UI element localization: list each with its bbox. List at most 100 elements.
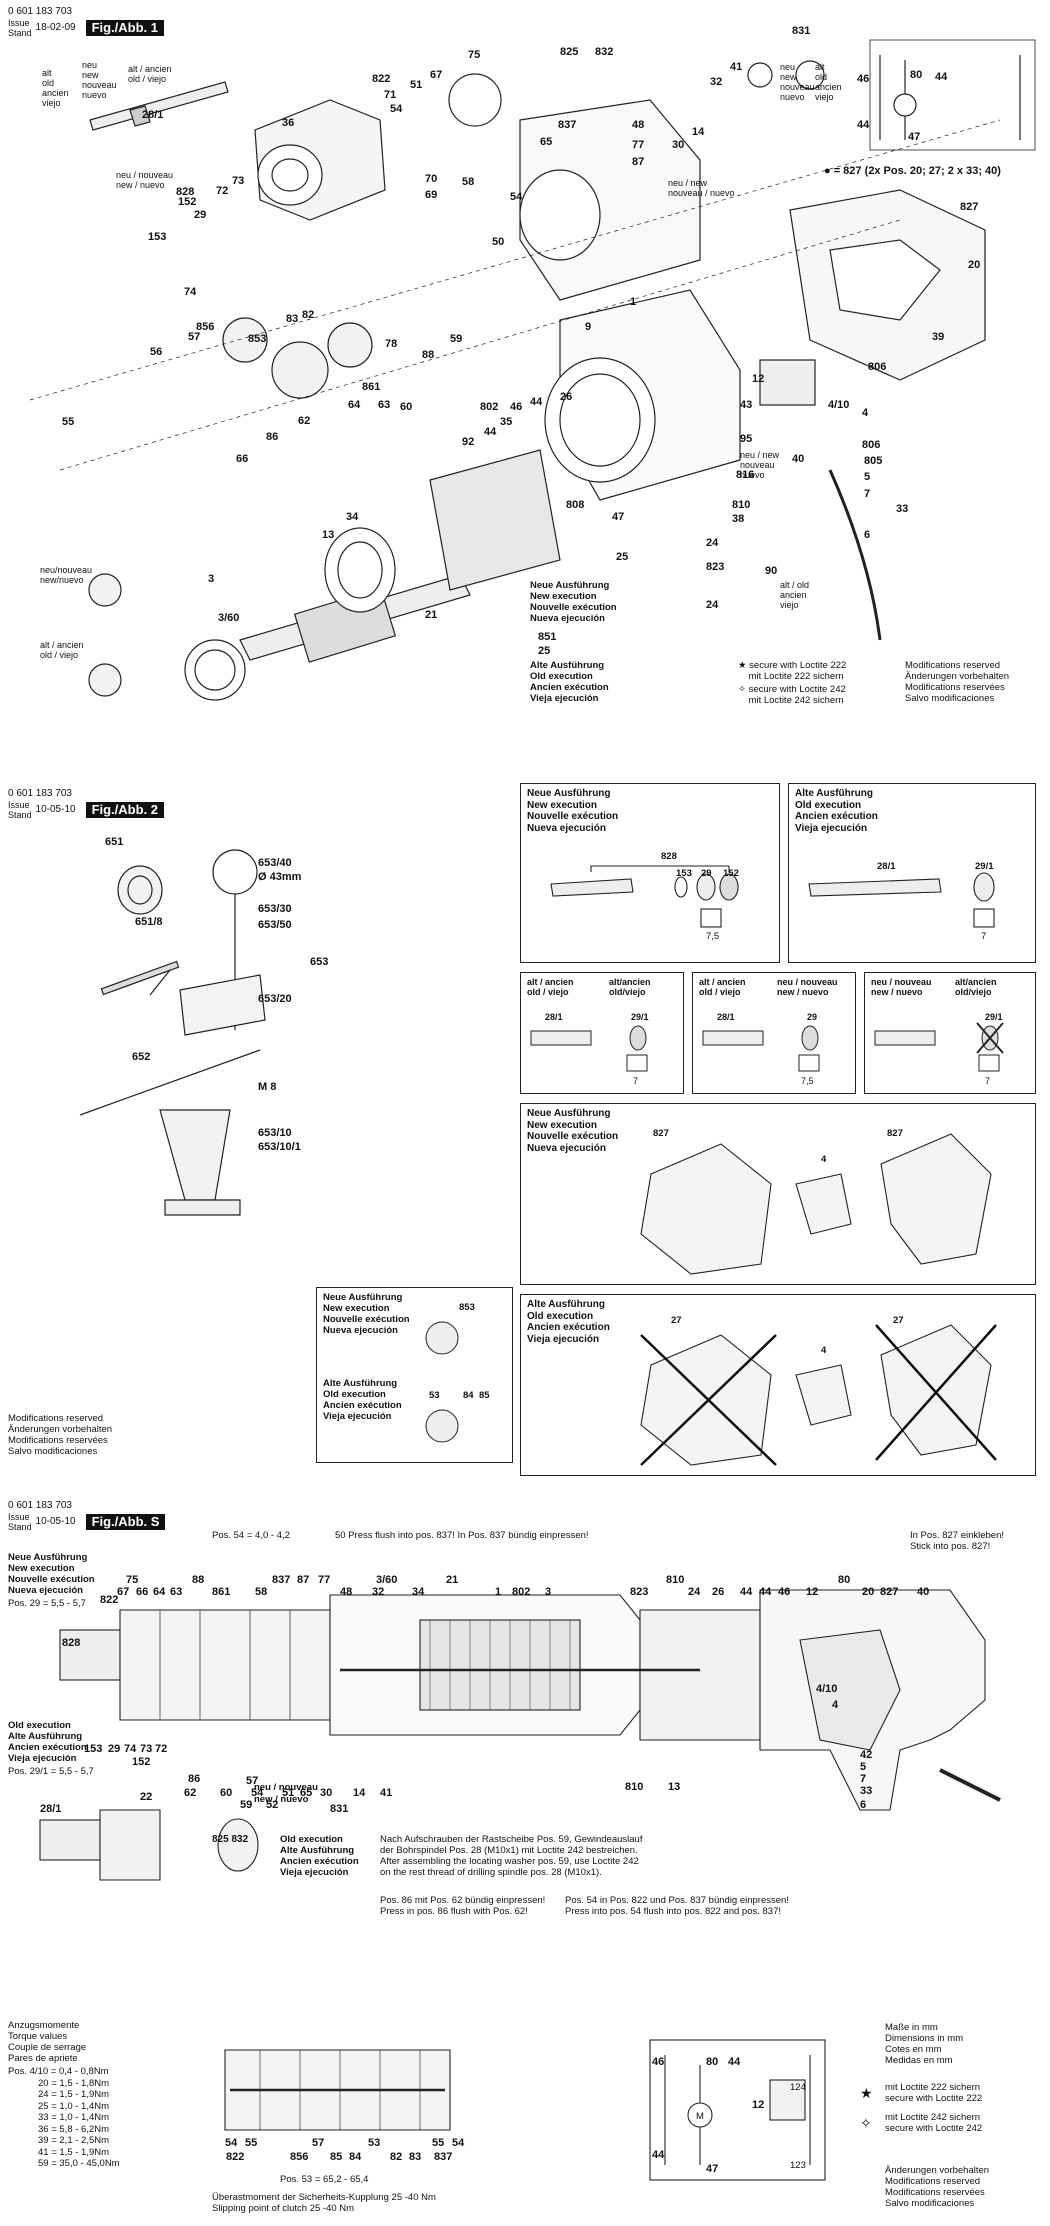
figS-wiring-44b: 44 (728, 2056, 741, 2068)
svg-text:52: 52 (266, 1799, 278, 1811)
svg-text:55: 55 (62, 416, 74, 428)
svg-text:51: 51 (282, 1787, 294, 1799)
svg-text:40: 40 (792, 453, 804, 465)
figS-modifications: Änderungen vorbehalten Modifications res… (885, 2165, 990, 2209)
svg-text:87: 87 (632, 156, 644, 168)
svg-text:3: 3 (208, 573, 214, 585)
figS-wiring-diagram: 46 44 80 44 47 12 M 124 123 (649, 2039, 826, 2181)
fig2-handle-old-4: 4 (821, 1345, 827, 1356)
svg-text:825: 825 (560, 46, 578, 58)
fig1-new-label-3: neu new nouveau nuevo (780, 62, 815, 102)
figS-notes-54: Pos. 54 in Pos. 822 und Pos. 837 bündig … (565, 1895, 789, 1917)
fig1-new-label-1: neu new nouveau nuevo (82, 60, 117, 100)
figS-pos29: Pos. 29 = 5,5 - 5,7 (8, 1598, 86, 1609)
svg-text:653/40: 653/40 (258, 857, 292, 869)
fig1-old-label-5: alt / ancien old / viejo (40, 640, 84, 660)
svg-text:75: 75 (126, 1574, 138, 1586)
svg-text:73: 73 (140, 1743, 152, 1755)
svg-text:82: 82 (390, 2151, 402, 2163)
figS-torque-title: Anzugsmomente Torque values Couple de se… (8, 2020, 87, 2064)
figS-wiring-124: 124 (790, 2082, 806, 2093)
svg-text:12: 12 (752, 373, 764, 385)
svg-text:64: 64 (348, 399, 361, 411)
star-icon: ★ (860, 2085, 873, 2101)
svg-text:84: 84 (349, 2151, 362, 2163)
fig2-label-828: 828 (661, 851, 677, 862)
fig2-sp2-head-right: neu / nouveau new / nuevo (777, 977, 838, 997)
svg-text:24: 24 (706, 537, 719, 549)
svg-text:54: 54 (452, 2137, 465, 2149)
svg-text:40: 40 (917, 1586, 929, 1598)
fig1-new-label-6: neu/nouveau new/nuevo (40, 565, 93, 585)
svg-text:66: 66 (236, 453, 248, 465)
svg-text:67: 67 (430, 69, 442, 81)
svg-text:57: 57 (188, 331, 200, 343)
fig2-old-label-dim: 7 (981, 931, 986, 942)
fig2-handle-new-title-text: Neue Ausführung New execution Nouvelle e… (527, 1108, 619, 1154)
fig2-sp2-left: 28/1 (717, 1012, 735, 1022)
figS-loctite242: mit Loctite 242 sichern secure with Loct… (885, 2112, 983, 2134)
fig2-gear-new-title: Neue Ausführung New execution Nouvelle e… (323, 1292, 410, 1336)
svg-text:42: 42 (860, 1749, 872, 1761)
fig2-old-label-29-1: 29/1 (975, 861, 994, 872)
svg-text:24: 24 (688, 1586, 701, 1598)
svg-text:26: 26 (712, 1586, 724, 1598)
svg-text:30: 30 (320, 1787, 332, 1799)
fig1-loctite-note: ● = 827 (2x Pos. 20; 27; 2 x 33; 40) (824, 165, 1001, 177)
fig1-modifications: Modifications reserved Änderungen vorbeh… (905, 660, 1010, 704)
svg-text:48: 48 (632, 119, 644, 131)
svg-text:73: 73 (232, 175, 244, 187)
svg-text:14: 14 (353, 1787, 366, 1799)
svg-text:65: 65 (300, 1787, 312, 1799)
svg-text:60: 60 (220, 1787, 232, 1799)
figS-825-832: 825 832 (212, 1834, 249, 1845)
fig2-handle-old-27b: 27 (893, 1315, 904, 1326)
svg-text:46: 46 (510, 401, 522, 413)
svg-text:88: 88 (192, 1574, 204, 1586)
svg-text:85: 85 (330, 2151, 342, 2163)
fig1-loctite222: ★ secure with Loctite 222 mit Loctite 22… (738, 660, 847, 682)
svg-text:32: 32 (372, 1586, 384, 1598)
svg-text:152: 152 (178, 196, 196, 208)
fig1-label: Fig./Abb. 1 (85, 20, 165, 36)
figS-pos54: Pos. 54 = 4,0 - 4,2 (212, 1530, 290, 1541)
svg-text:802: 802 (512, 1586, 530, 1598)
svg-text:54: 54 (390, 103, 403, 115)
figS-torque-row: 36 = 5,8 - 6,2Nm (38, 2123, 110, 2135)
svg-text:58: 58 (462, 176, 474, 188)
fig2-small-panel-1: alt / ancien old / viejo alt/ancien old/… (520, 972, 684, 1094)
svg-text:24: 24 (706, 599, 719, 611)
svg-text:44: 44 (484, 426, 497, 438)
fig2-handle-old-27a: 27 (671, 1315, 682, 1326)
svg-text:7: 7 (860, 1773, 866, 1785)
figS-label: Fig./Abb. S (85, 1514, 166, 1530)
svg-text:46: 46 (857, 73, 869, 85)
fig1-header: 0 601 183 703 Issue Stand 18-02-09 Fig./… (8, 6, 165, 38)
fig2-sp1-head-left: alt / ancien old / viejo (527, 977, 574, 997)
svg-text:152: 152 (132, 1756, 150, 1768)
figS-issue-label: Issue Stand (8, 1512, 32, 1532)
figS-wiring-123: 123 (790, 2160, 806, 2171)
svg-text:856: 856 (196, 321, 214, 333)
svg-text:653/20: 653/20 (258, 993, 292, 1005)
svg-text:25: 25 (538, 645, 550, 657)
svg-text:54: 54 (225, 2137, 238, 2149)
figS-pos29-1: Pos. 29/1 = 5,5 - 5,7 (8, 1766, 94, 1777)
svg-text:837: 837 (558, 119, 576, 131)
fig2-sp3-head-left: neu / nouveau new / nuevo (871, 977, 932, 997)
fig2-panel-new: Neue Ausführung New execution Nouvelle e… (520, 783, 780, 963)
svg-text:47: 47 (908, 131, 920, 143)
svg-text:44: 44 (935, 71, 948, 83)
svg-text:816: 816 (736, 469, 754, 481)
svg-text:28/1: 28/1 (40, 1803, 61, 1815)
svg-text:5: 5 (860, 1761, 866, 1773)
fig2-small-panel-3: neu / nouveau new / nuevo alt/ancien old… (864, 972, 1036, 1094)
svg-text:48: 48 (340, 1586, 352, 1598)
svg-text:802: 802 (480, 401, 498, 413)
fig2-part-code: 0 601 183 703 (8, 788, 72, 799)
svg-text:33: 33 (860, 1785, 872, 1797)
fig2-header: 0 601 183 703 Issue Stand 10-05-10 Fig./… (8, 788, 165, 820)
svg-text:41: 41 (730, 61, 742, 73)
svg-text:74: 74 (184, 286, 197, 298)
fig2-gear-853: 853 (459, 1302, 475, 1313)
